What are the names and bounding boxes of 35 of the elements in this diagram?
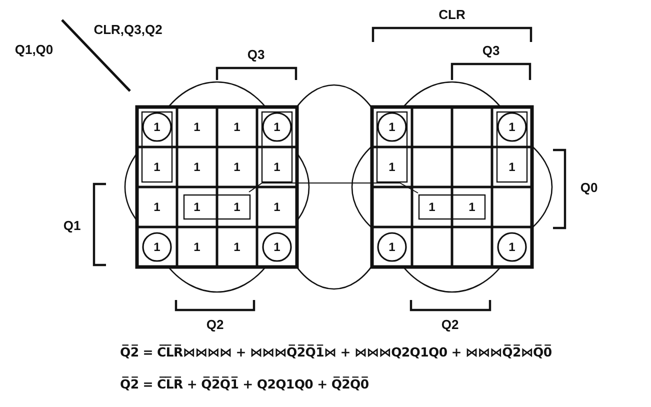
variable-label: Q1,Q0 [14,42,54,58]
cell-value: 1 [234,120,240,134]
cell-value: 1 [508,120,516,134]
cell-value: 1 [274,120,280,134]
cell-value: 1 [508,240,516,254]
cell-value: 1 [234,200,240,214]
variable-label: CLR,Q3,Q2 [94,22,162,38]
cell-value: 1 [154,120,160,134]
cell-value: 1 [274,200,280,214]
variable-label: CLR [438,7,466,23]
cell-value: 1 [388,160,396,174]
cell-value: 1 [234,240,240,254]
cell-value: 1 [274,240,280,254]
cell-value: 1 [194,240,200,254]
cell-value: 1 [154,200,160,214]
boolean-equation: Q̅2̅ = C̅L̅R̅ + Q̅2̅Q̅1̅ + Q2Q1Q0 + Q̅2̅Q̅0̅ [120,376,369,392]
cell-value: 1 [274,160,280,174]
boolean-equation: Q̅2̅ = C̅L̅R̅⋈⋈⋈⋈ + ⋈⋈⋈Q̅2̅Q̅1̅⋈ + ⋈⋈⋈Q2Q1Q0 + ⋈⋈⋈Q̅2̅⋈Q̅0̅ [120,344,552,360]
cell-value: 1 [468,200,476,214]
cell-value: 1 [154,240,160,254]
variable-label: Q0 [580,180,598,196]
cell-value: 1 [428,200,436,214]
cell-value: 1 [194,200,200,214]
cell-value: 1 [194,160,200,174]
cell-value: 1 [388,120,396,134]
variable-label: Q3 [482,43,500,59]
cell-value: 1 [154,160,160,174]
variable-label: Q2 [206,317,224,333]
cell-value: 1 [508,160,516,174]
cell-value: 1 [388,240,396,254]
variable-label: Q2 [441,317,459,333]
variable-label: Q1 [63,218,81,234]
cell-value: 1 [194,120,200,134]
variable-label: Q3 [247,47,265,63]
cell-value: 1 [234,160,240,174]
